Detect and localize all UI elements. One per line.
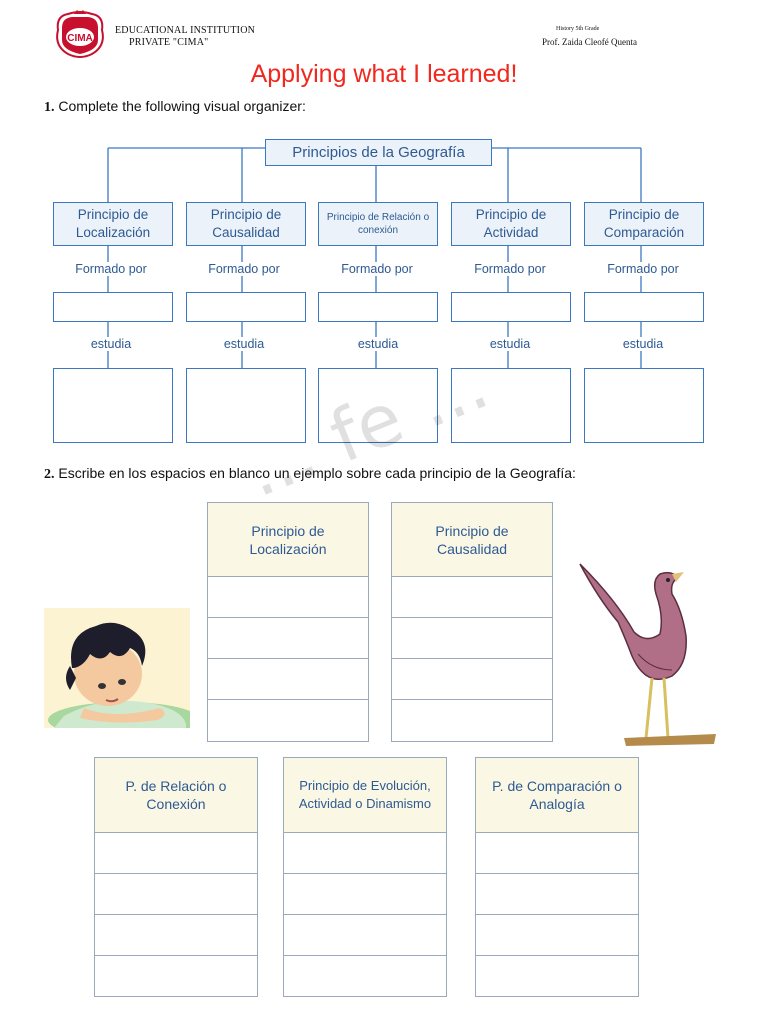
studies-answer-box[interactable] xyxy=(186,368,306,443)
branch-relacion: Principio de Relación o conexión xyxy=(318,202,438,246)
branch-actividad: Principio de Actividad xyxy=(451,202,571,246)
studies-answer-box[interactable] xyxy=(318,368,438,443)
table-header: P. de Comparación o Analogía xyxy=(476,758,638,833)
formed-by-label: Formado por xyxy=(201,262,287,276)
studies-label: estudia xyxy=(351,337,405,351)
institution-name: EDUCATIONAL INSTITUTION PRIVATE "CIMA" xyxy=(115,25,256,48)
table-header: Principio de Localización xyxy=(208,503,368,577)
answer-row[interactable] xyxy=(392,618,552,659)
branch-comparacion: Principio de Comparación xyxy=(584,202,704,246)
page-title: Applying what I learned! xyxy=(250,60,518,88)
answer-row[interactable] xyxy=(208,618,368,659)
teacher-name: Prof. Zaida Cleofé Quenta xyxy=(542,37,637,47)
exercise-2-instruction: 2. Escribe en los espacios en blanco un … xyxy=(44,465,576,482)
branch-causalidad: Principio de Causalidad xyxy=(186,202,306,246)
studies-label: estudia xyxy=(483,337,537,351)
answer-row[interactable] xyxy=(392,700,552,741)
studies-answer-box[interactable] xyxy=(451,368,571,443)
formed-by-answer-box[interactable] xyxy=(451,292,571,322)
formed-by-label: Formado por xyxy=(68,262,154,276)
formed-by-answer-box[interactable] xyxy=(318,292,438,322)
answer-row[interactable] xyxy=(95,874,257,915)
example-table-evolucion: Principio de Evolución, Actividad o Dina… xyxy=(283,757,447,997)
formed-by-label: Formado por xyxy=(600,262,686,276)
answer-row[interactable] xyxy=(95,833,257,874)
answer-row[interactable] xyxy=(476,874,638,915)
course-label: History 5th Grade xyxy=(556,26,600,32)
child-illustration xyxy=(44,608,200,738)
answer-row[interactable] xyxy=(208,700,368,741)
answer-row[interactable] xyxy=(95,915,257,956)
formed-by-answer-box[interactable] xyxy=(53,292,173,322)
bird-illustration xyxy=(576,560,724,750)
answer-row[interactable] xyxy=(284,833,446,874)
example-table-localizacion: Principio de Localización xyxy=(207,502,369,742)
studies-label: estudia xyxy=(217,337,271,351)
answer-row[interactable] xyxy=(476,915,638,956)
answer-row[interactable] xyxy=(284,956,446,997)
answer-row[interactable] xyxy=(284,915,446,956)
example-table-causalidad: Principio de Causalidad xyxy=(391,502,553,742)
table-header: Principio de Evolución, Actividad o Dina… xyxy=(284,758,446,833)
answer-row[interactable] xyxy=(208,659,368,700)
example-table-relacion: P. de Relación o Conexión xyxy=(94,757,258,997)
answer-row[interactable] xyxy=(284,874,446,915)
studies-answer-box[interactable] xyxy=(53,368,173,443)
studies-label: estudia xyxy=(616,337,670,351)
exercise-1-instruction: 1. Complete the following visual organiz… xyxy=(44,98,306,115)
answer-row[interactable] xyxy=(208,577,368,618)
answer-row[interactable] xyxy=(392,577,552,618)
table-header: P. de Relación o Conexión xyxy=(95,758,257,833)
studies-label: estudia xyxy=(84,337,138,351)
school-logo: CIMA xyxy=(50,10,110,60)
table-header: Principio de Causalidad xyxy=(392,503,552,577)
example-table-comparacion: P. de Comparación o Analogía xyxy=(475,757,639,997)
formed-by-label: Formado por xyxy=(467,262,553,276)
studies-answer-box[interactable] xyxy=(584,368,704,443)
formed-by-label: Formado por xyxy=(334,262,420,276)
formed-by-answer-box[interactable] xyxy=(584,292,704,322)
answer-row[interactable] xyxy=(476,956,638,997)
branch-localizacion: Principio de Localización xyxy=(53,202,173,246)
answer-row[interactable] xyxy=(392,659,552,700)
logo-text: CIMA xyxy=(67,33,93,44)
answer-row[interactable] xyxy=(476,833,638,874)
organizer-root: Principios de la Geografía xyxy=(265,139,492,166)
formed-by-answer-box[interactable] xyxy=(186,292,306,322)
answer-row[interactable] xyxy=(95,956,257,997)
